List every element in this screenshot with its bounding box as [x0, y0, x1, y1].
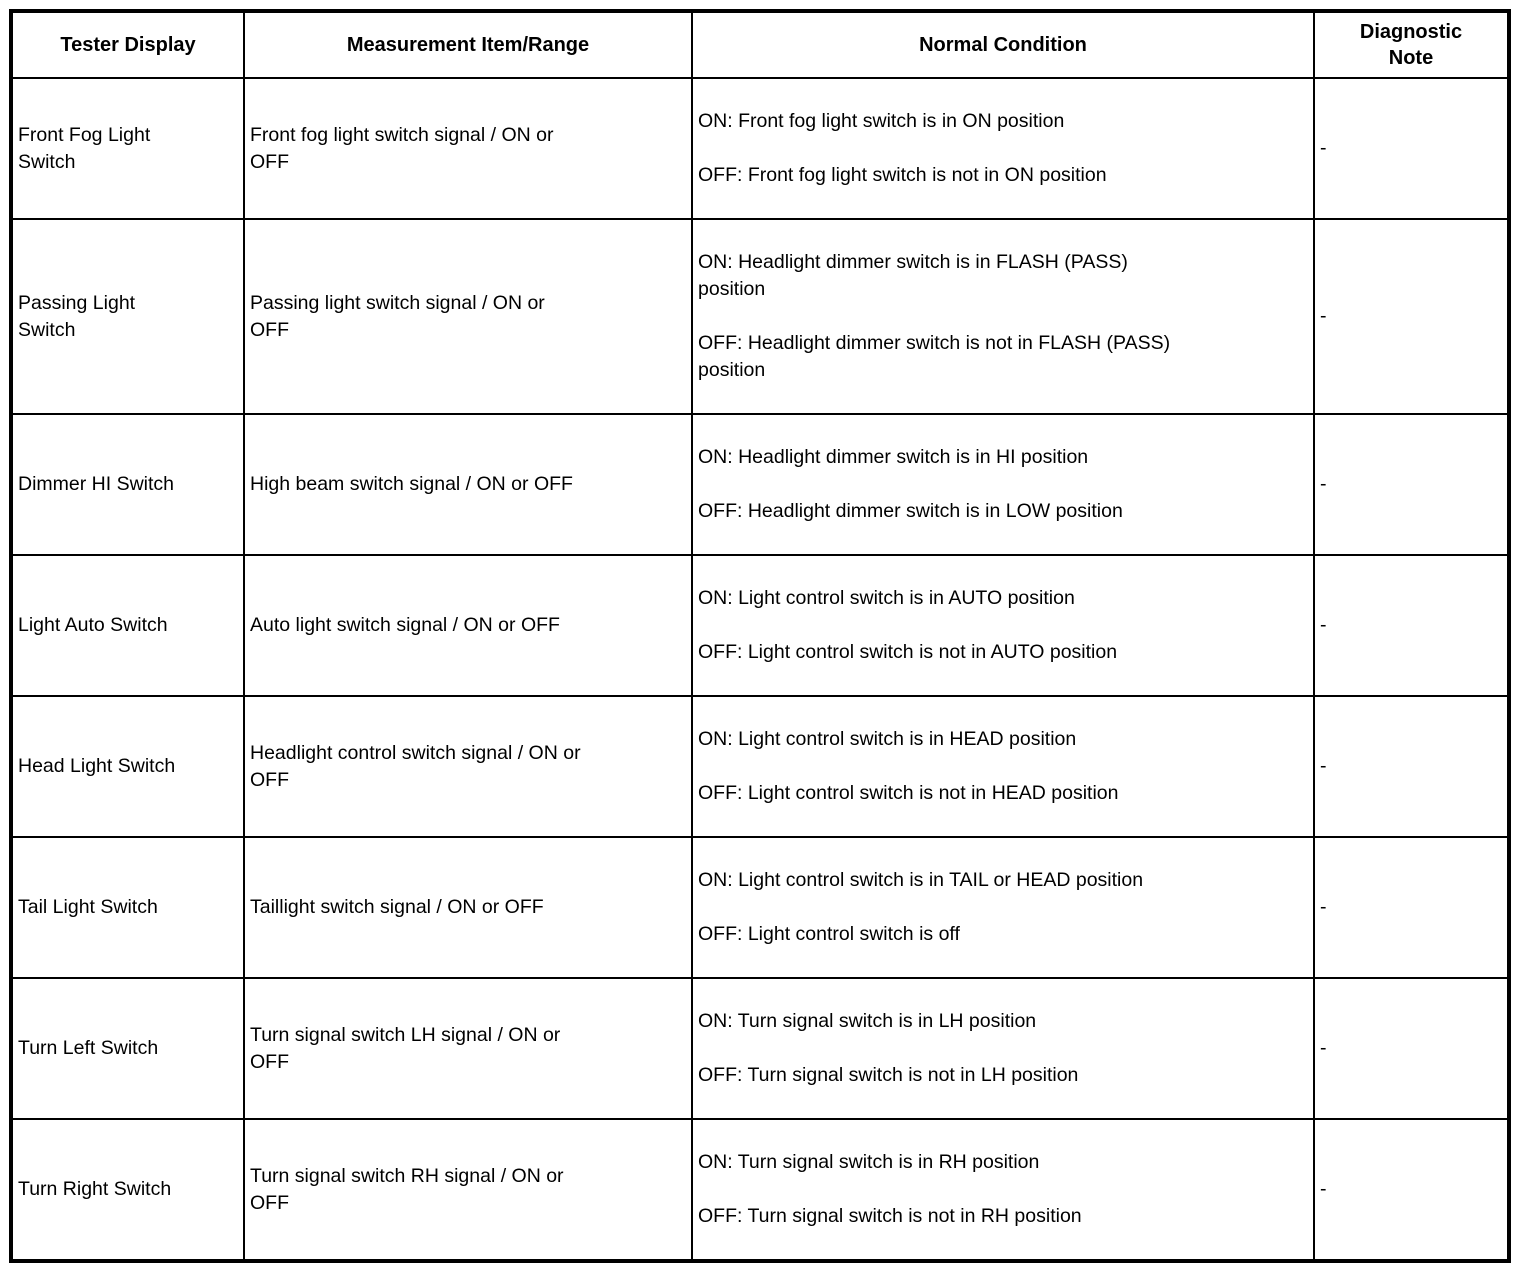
measurement-cell: Turn signal switch RH signal / ON or OFF [243, 1118, 693, 1262]
table-row-head-light-switch: Head Light Switch Headlight control swit… [10, 695, 1510, 838]
normal-condition-cell: ON: Light control switch is in AUTO posi… [691, 554, 1315, 697]
normal-condition-cell: ON: Light control switch is in TAIL or H… [691, 836, 1315, 979]
col-header-measurement-item-range: Measurement Item/Range [243, 10, 693, 79]
normal-condition-cell: ON: Turn signal switch is in LH position… [691, 977, 1315, 1120]
condition-on: ON: Light control switch is in HEAD posi… [698, 728, 1077, 750]
normal-condition-cell: ON: Headlight dimmer switch is in HI pos… [691, 413, 1315, 556]
diagnostic-note-cell: - [1313, 695, 1510, 838]
diagnostic-data-table: Tester Display Measurement Item/Range No… [9, 9, 1511, 1263]
measurement-cell: Front fog light switch signal / ON or OF… [243, 77, 693, 220]
table-row-turn-left-switch: Turn Left Switch Turn signal switch LH s… [10, 977, 1510, 1120]
measurement-cell: Headlight control switch signal / ON or … [243, 695, 693, 838]
col-header-tester-display: Tester Display [10, 10, 245, 79]
tester-display-cell: Light Auto Switch [10, 554, 245, 697]
condition-group: ON: Turn signal switch is in RH position… [698, 1149, 1309, 1230]
table-row-light-auto-switch: Light Auto Switch Auto light switch sign… [10, 554, 1510, 697]
tester-display-cell: Tail Light Switch [10, 836, 245, 979]
condition-group: ON: Turn signal switch is in LH position… [698, 1008, 1309, 1089]
condition-off: OFF: Turn signal switch is not in LH pos… [698, 1064, 1079, 1086]
condition-off: OFF: Light control switch is off [698, 923, 960, 945]
table-row-dimmer-hi-switch: Dimmer HI Switch High beam switch signal… [10, 413, 1510, 556]
condition-group: ON: Light control switch is in HEAD posi… [698, 726, 1309, 807]
condition-on: ON: Front fog light switch is in ON posi… [698, 110, 1065, 132]
measurement-cell: Taillight switch signal / ON or OFF [243, 836, 693, 979]
condition-on: ON: Headlight dimmer switch is in FLASH … [698, 251, 1128, 300]
condition-off: OFF: Front fog light switch is not in ON… [698, 164, 1107, 186]
table-header-row: Tester Display Measurement Item/Range No… [10, 10, 1510, 79]
condition-off: OFF: Headlight dimmer switch is not in F… [698, 332, 1171, 381]
condition-off: OFF: Turn signal switch is not in RH pos… [698, 1205, 1082, 1227]
condition-group: ON: Headlight dimmer switch is in HI pos… [698, 444, 1309, 525]
table-row-tail-light-switch: Tail Light Switch Taillight switch signa… [10, 836, 1510, 979]
condition-off: OFF: Light control switch is not in HEAD… [698, 782, 1119, 804]
diagnostic-note-cell: - [1313, 554, 1510, 697]
tester-display-cell: Dimmer HI Switch [10, 413, 245, 556]
diagnostic-note-cell: - [1313, 413, 1510, 556]
tester-display-cell: Turn Left Switch [10, 977, 245, 1120]
col-header-diagnostic-note: Diagnostic Note [1313, 10, 1510, 79]
measurement-cell: Passing light switch signal / ON or OFF [243, 218, 693, 415]
measurement-cell: Auto light switch signal / ON or OFF [243, 554, 693, 697]
tester-display-cell: Front Fog Light Switch [10, 77, 245, 220]
measurement-cell: Turn signal switch LH signal / ON or OFF [243, 977, 693, 1120]
diagnostic-note-cell: - [1313, 977, 1510, 1120]
normal-condition-cell: ON: Headlight dimmer switch is in FLASH … [691, 218, 1315, 415]
condition-group: ON: Headlight dimmer switch is in FLASH … [698, 249, 1309, 384]
tester-display-cell: Passing Light Switch [10, 218, 245, 415]
diagnostic-note-cell: - [1313, 836, 1510, 979]
condition-on: ON: Headlight dimmer switch is in HI pos… [698, 446, 1089, 468]
condition-group: ON: Light control switch is in AUTO posi… [698, 585, 1309, 666]
diagnostic-note-cell: - [1313, 218, 1510, 415]
condition-group: ON: Front fog light switch is in ON posi… [698, 108, 1309, 189]
diagnostic-note-cell: - [1313, 1118, 1510, 1262]
table-row-passing-light-switch: Passing Light Switch Passing light switc… [10, 218, 1510, 415]
tester-display-cell: Turn Right Switch [10, 1118, 245, 1262]
condition-on: ON: Light control switch is in TAIL or H… [698, 869, 1144, 891]
table-row-front-fog-light-switch: Front Fog Light Switch Front fog light s… [10, 77, 1510, 220]
condition-off: OFF: Headlight dimmer switch is in LOW p… [698, 500, 1123, 522]
measurement-cell: High beam switch signal / ON or OFF [243, 413, 693, 556]
condition-on: ON: Turn signal switch is in RH position [698, 1151, 1040, 1173]
condition-on: ON: Light control switch is in AUTO posi… [698, 587, 1075, 609]
col-header-normal-condition: Normal Condition [691, 10, 1315, 79]
normal-condition-cell: ON: Light control switch is in HEAD posi… [691, 695, 1315, 838]
normal-condition-cell: ON: Front fog light switch is in ON posi… [691, 77, 1315, 220]
normal-condition-cell: ON: Turn signal switch is in RH position… [691, 1118, 1315, 1262]
diagnostic-note-cell: - [1313, 77, 1510, 220]
table-row-turn-right-switch: Turn Right Switch Turn signal switch RH … [10, 1118, 1510, 1262]
condition-on: ON: Turn signal switch is in LH position [698, 1010, 1037, 1032]
condition-off: OFF: Light control switch is not in AUTO… [698, 641, 1118, 663]
condition-group: ON: Light control switch is in TAIL or H… [698, 867, 1309, 948]
tester-display-cell: Head Light Switch [10, 695, 245, 838]
